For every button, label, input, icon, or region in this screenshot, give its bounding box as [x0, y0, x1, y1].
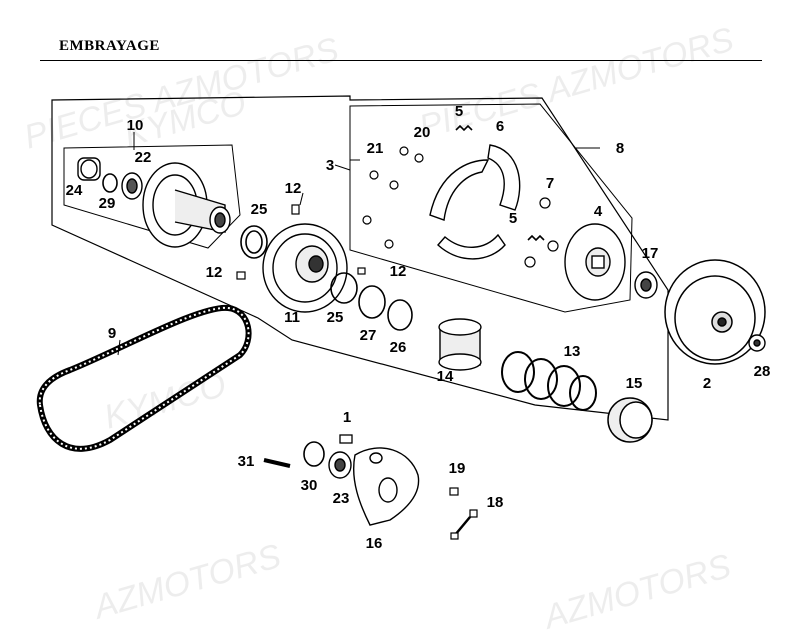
part-moving-pulley	[142, 162, 231, 248]
callout-1: 1	[343, 409, 351, 426]
callout-3: 3	[326, 157, 334, 174]
part-o-ring-26	[387, 299, 413, 331]
part-clutch-shoes-6	[429, 144, 521, 260]
callout-10: 10	[127, 117, 144, 134]
callout-2: 2	[703, 375, 711, 392]
callout-22: 22	[135, 149, 152, 166]
leader-lines	[117, 132, 600, 356]
callout-27: 27	[360, 327, 377, 344]
callout-20: 20	[414, 124, 431, 141]
part-needle-bearing-24	[77, 157, 101, 181]
callout-4: 4	[594, 203, 603, 220]
part-bolt-18	[450, 509, 478, 540]
exploded-parts-diagram: 10 22 24 29 25 12 12 11 25 12 27 26 3 21…	[36, 95, 771, 552]
callout-18: 18	[487, 494, 504, 511]
callout-25a: 25	[251, 201, 268, 218]
callout-25b: 25	[327, 309, 344, 326]
callout-5a: 5	[455, 103, 463, 120]
part-drive-belt-9	[36, 304, 252, 452]
callout-17: 17	[642, 245, 659, 262]
callout-labels: 10 22 24 29 25 12 12 11 25 12 27 26 3 21…	[66, 103, 771, 552]
part-drive-plate-4	[564, 223, 626, 301]
part-drive-plate-11	[262, 223, 348, 313]
callout-15: 15	[626, 375, 643, 392]
part-oil-seal-25b	[330, 272, 358, 304]
title-rule	[40, 60, 762, 61]
callout-9: 9	[108, 325, 116, 342]
callout-14: 14	[437, 368, 454, 385]
callout-8: 8	[616, 140, 624, 157]
callout-13: 13	[564, 343, 581, 360]
callout-21: 21	[367, 140, 384, 157]
part-bolt-31	[263, 458, 291, 468]
page-title: EMBRAYAGE	[59, 38, 160, 54]
callout-24: 24	[66, 182, 83, 199]
part-pins-12	[236, 204, 366, 280]
clutch-shoe-subframe	[349, 103, 633, 313]
callout-11: 11	[284, 309, 300, 326]
part-fasteners-20-21	[362, 146, 424, 249]
callout-12c: 12	[390, 263, 407, 280]
callout-6: 6	[496, 118, 504, 135]
part-circlip-29	[102, 173, 118, 193]
part-spring-13	[501, 351, 597, 411]
part-oil-seal-25a	[240, 225, 268, 259]
callout-28: 28	[754, 363, 771, 380]
part-springs-5	[455, 124, 545, 242]
callout-7: 7	[546, 175, 554, 192]
callout-26: 26	[390, 339, 407, 356]
callout-16: 16	[366, 535, 383, 552]
part-bushing-15	[607, 397, 653, 443]
part-nut-17	[634, 271, 658, 299]
part-bushings-7	[524, 197, 559, 268]
callout-19: 19	[449, 460, 466, 477]
part-clutch-bell-2	[664, 259, 766, 365]
part-o-ring-27	[358, 285, 386, 319]
callout-30: 30	[301, 477, 318, 494]
part-cover-plate-16	[353, 447, 420, 526]
callout-31: 31	[238, 453, 255, 470]
part-bearing-23	[328, 451, 352, 479]
part-bolt-19	[449, 487, 459, 496]
part-nut-28	[748, 334, 766, 352]
callout-29: 29	[99, 195, 116, 212]
callout-23: 23	[333, 490, 350, 507]
part-collar-14	[438, 318, 482, 371]
callout-12a: 12	[285, 180, 302, 197]
assembly-frame	[51, 95, 669, 421]
part-dowel-1	[339, 434, 353, 444]
callout-5b: 5	[509, 210, 517, 227]
callout-12b: 12	[206, 264, 223, 281]
part-circlip-30	[303, 441, 325, 467]
part-bearing-22	[121, 172, 143, 200]
